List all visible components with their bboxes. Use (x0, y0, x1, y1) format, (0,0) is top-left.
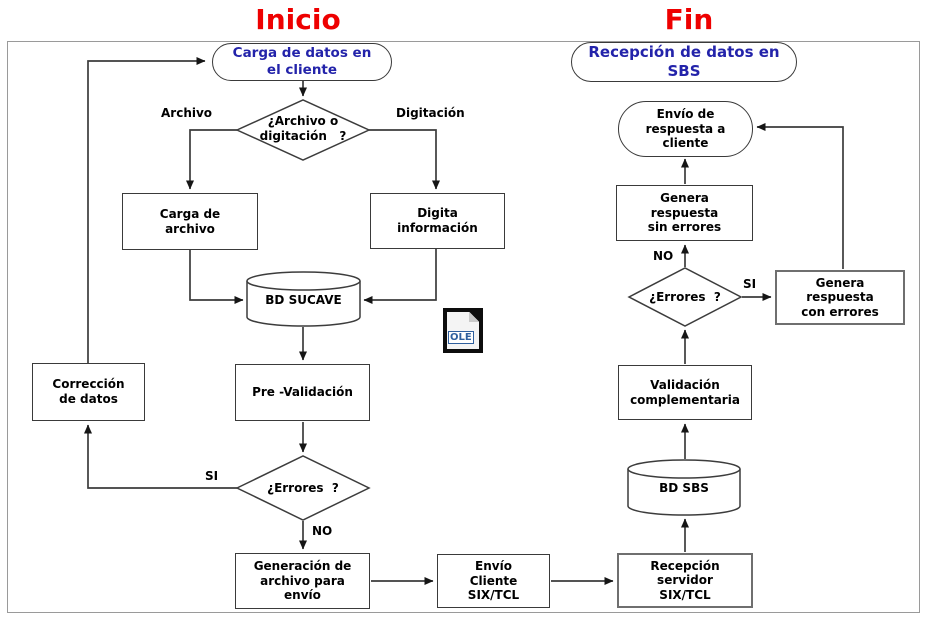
title-fin: Fin (664, 3, 714, 36)
node-bd-sbs-label: BD SBS (659, 480, 709, 495)
node-envio-respuesta-cliente: Envío de respuesta a cliente (618, 101, 753, 157)
node-decision-archivo-digitacion-label: ¿Archivo o digitación ? (259, 114, 347, 143)
edge-label-digitacion: Digitación (396, 106, 465, 120)
decision-errores-sbs-shape (627, 267, 743, 327)
node-recepcion-servidor-sixtcl: Recepción servidor SIX/TCL (617, 553, 753, 608)
diagram-frame (7, 41, 920, 613)
decision-archivo-digitacion-shape (235, 99, 371, 161)
connector-errores-si-to-correccion (84, 424, 237, 489)
node-recepcion-datos-sbs: Recepción de datos en SBS (571, 42, 797, 82)
connector-digitacion-branch (369, 129, 440, 190)
node-carga-datos-cliente: Carga de datos en el cliente (212, 43, 392, 81)
connector-digita-to-bdsucave (363, 249, 437, 304)
node-digita-informacion: Digita información (370, 193, 505, 249)
node-validacion-complementaria: Validación complementaria (618, 365, 752, 420)
node-generacion-archivo-envio: Generación de archivo para envío (235, 553, 370, 609)
connector-archivo-branch (186, 129, 237, 190)
edge-label-no-cliente: NO (312, 524, 333, 538)
connector-carga-to-bdsucave (189, 250, 244, 304)
ole-page-shape: OLE (447, 312, 479, 349)
bd-sucave-cylinder-body (246, 281, 361, 327)
edge-label-archivo: Archivo (161, 106, 213, 120)
node-carga-de-archivo: Carga de archivo (122, 193, 258, 250)
node-bd-sucave-label: BD SUCAVE (265, 292, 342, 307)
node-envio-cliente-sixtcl: Envío Cliente SIX/TCL (437, 554, 550, 608)
connector-generacon-to-enviorespuesta (756, 123, 844, 269)
node-pre-validacion: Pre -Validación (235, 364, 370, 421)
edge-label-si-sbs: SI (743, 277, 757, 291)
bd-sucave-cylinder-top (246, 271, 361, 291)
node-correccion-de-datos: Corrección de datos (32, 363, 145, 421)
ole-label: OLE (448, 330, 474, 344)
node-genera-respuesta-sin-errores: Genera respuesta sin errores (616, 185, 753, 241)
node-genera-respuesta-con-errores: Genera respuesta con errores (775, 270, 905, 325)
ole-fold-corner (469, 312, 479, 322)
ole-object-icon: OLE (443, 308, 483, 353)
node-decision-errores-cliente-label: ¿Errores ? (267, 480, 339, 495)
title-inicio: Inicio (255, 3, 341, 36)
edge-label-no-sbs: NO (653, 249, 674, 263)
bd-sbs-cylinder-top (627, 459, 741, 479)
connector-correccion-to-start (87, 57, 206, 363)
edge-label-si-cliente: SI (205, 469, 219, 483)
node-decision-errores-sbs-label: ¿Errores ? (649, 289, 721, 304)
decision-errores-cliente-shape (235, 455, 371, 521)
bd-sbs-cylinder-body (627, 469, 741, 516)
